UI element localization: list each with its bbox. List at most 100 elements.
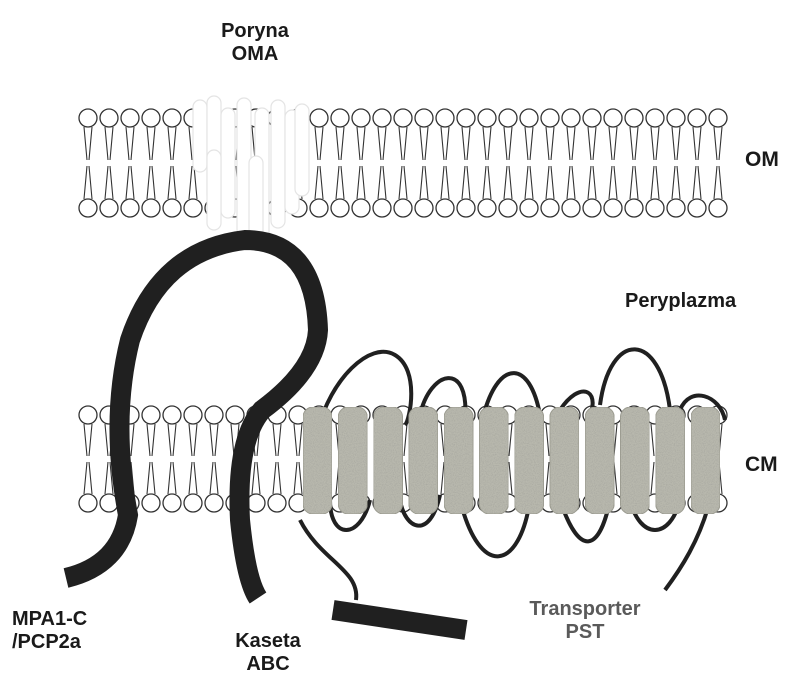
om-lipid-head-top [625,109,643,127]
cm-lipid-head-top [184,406,202,424]
om-lipid-head-bottom [457,199,475,217]
cm-lipid-tail [189,424,197,456]
om-lipid-head-bottom [709,199,727,217]
pst-transmembrane-helix [620,407,649,514]
om-lipid-tail [546,127,554,160]
pst-transmembrane-helix [409,407,438,514]
pst-transmembrane-helix [444,407,473,514]
cm-lipid-tail [210,462,218,494]
abc-label-line2: ABC [218,653,318,676]
om-lipid-tail [693,166,701,199]
om-lipid-tail [168,127,176,160]
om-lipid-head-bottom [121,199,139,217]
om-lipid-head-top [394,109,412,127]
om-lipid-head-bottom [646,199,664,217]
pst-transmembrane-helix [691,407,720,514]
om-lipid-tail [84,127,92,160]
om-lipid-head-bottom [142,199,160,217]
om-lipid-head-top [331,109,349,127]
om-lipid-head-bottom [184,199,202,217]
om-lipid-tail [651,127,659,160]
pst-loop [600,349,670,410]
om-lipid-head-bottom [394,199,412,217]
cm-lipid-head-bottom [184,494,202,512]
mpa-label-line2: /PCP2a [12,631,87,654]
om-lipid-head-bottom [604,199,622,217]
om-lipid-head-bottom [520,199,538,217]
om-lipid-head-top [709,109,727,127]
cm-lipid-tail [84,462,92,494]
om-lipid-head-bottom [310,199,328,217]
cm-lipid-tail [147,462,155,494]
om-lipid-head-bottom [667,199,685,217]
cm-lipid-head-bottom [205,494,223,512]
om-lipid-tail [630,127,638,160]
om-lipid-head-bottom [541,199,559,217]
mpa-label: MPA1-C /PCP2a [12,608,87,654]
pst-label-line1: Transporter [515,598,655,621]
om-lipid-head-top [541,109,559,127]
om-lipid-tail [441,127,449,160]
om-lipid-head-top [415,109,433,127]
om-lipid-tail [567,166,575,199]
cm-lipid-tail [210,424,218,456]
cm-lipid-tail [294,424,302,456]
om-lipid-tail [588,127,596,160]
porin-label-line2: OMA [210,43,300,66]
pst-transmembrane-helix [338,407,367,514]
abc-cassette [333,610,466,630]
om-lipid-head-top [688,109,706,127]
cm-lipid-tail [273,424,281,456]
porin-oma [193,96,309,240]
cm-lipid-head-bottom [247,494,265,512]
pst-label-line2: PST [515,621,655,644]
om-lipid-tail [84,166,92,199]
porin-label-line1: Poryna [210,20,300,43]
om-lipid-tail [336,127,344,160]
om-lipid-head-top [457,109,475,127]
om-lipid-head-bottom [373,199,391,217]
porin-barrel-strand [207,150,221,230]
om-lipid-head-top [499,109,517,127]
om-lipid-tail [714,127,722,160]
om-lipid-tail [630,166,638,199]
pst-loop [300,520,356,600]
om-lipid-head-bottom [499,199,517,217]
outer-membrane-label: OM [745,148,779,172]
om-lipid-tail [483,166,491,199]
om-lipid-tail [378,166,386,199]
om-lipid-head-top [121,109,139,127]
cm-lipid-tail [252,462,260,494]
om-lipid-tail [567,127,575,160]
porin-barrel-strand [221,108,235,218]
om-lipid-head-bottom [100,199,118,217]
mpa-label-line1: MPA1-C [12,608,87,631]
om-lipid-head-bottom [625,199,643,217]
cm-lipid-tail [168,462,176,494]
om-lipid-tail [588,166,596,199]
om-lipid-tail [105,166,113,199]
porin-label: Poryna OMA [210,20,300,66]
om-lipid-head-bottom [79,199,97,217]
om-lipid-tail [168,166,176,199]
om-lipid-tail [483,127,491,160]
om-lipid-head-top [79,109,97,127]
om-lipid-tail [462,127,470,160]
om-lipid-tail [147,166,155,199]
om-lipid-tail [357,127,365,160]
porin-barrel-strand [249,156,263,240]
om-lipid-head-top [583,109,601,127]
cm-lipid-head-bottom [163,494,181,512]
om-lipid-head-top [352,109,370,127]
pst-transmembrane-helix [374,407,403,514]
cm-lipid-head-top [79,406,97,424]
om-lipid-tail [378,127,386,160]
outer-membrane-bilayer [79,109,727,217]
om-lipid-tail [672,127,680,160]
om-lipid-tail [315,166,323,199]
cytoplasmic-membrane-label: CM [745,453,778,477]
om-lipid-tail [399,127,407,160]
om-lipid-tail [504,127,512,160]
pst-label: Transporter PST [515,598,655,644]
